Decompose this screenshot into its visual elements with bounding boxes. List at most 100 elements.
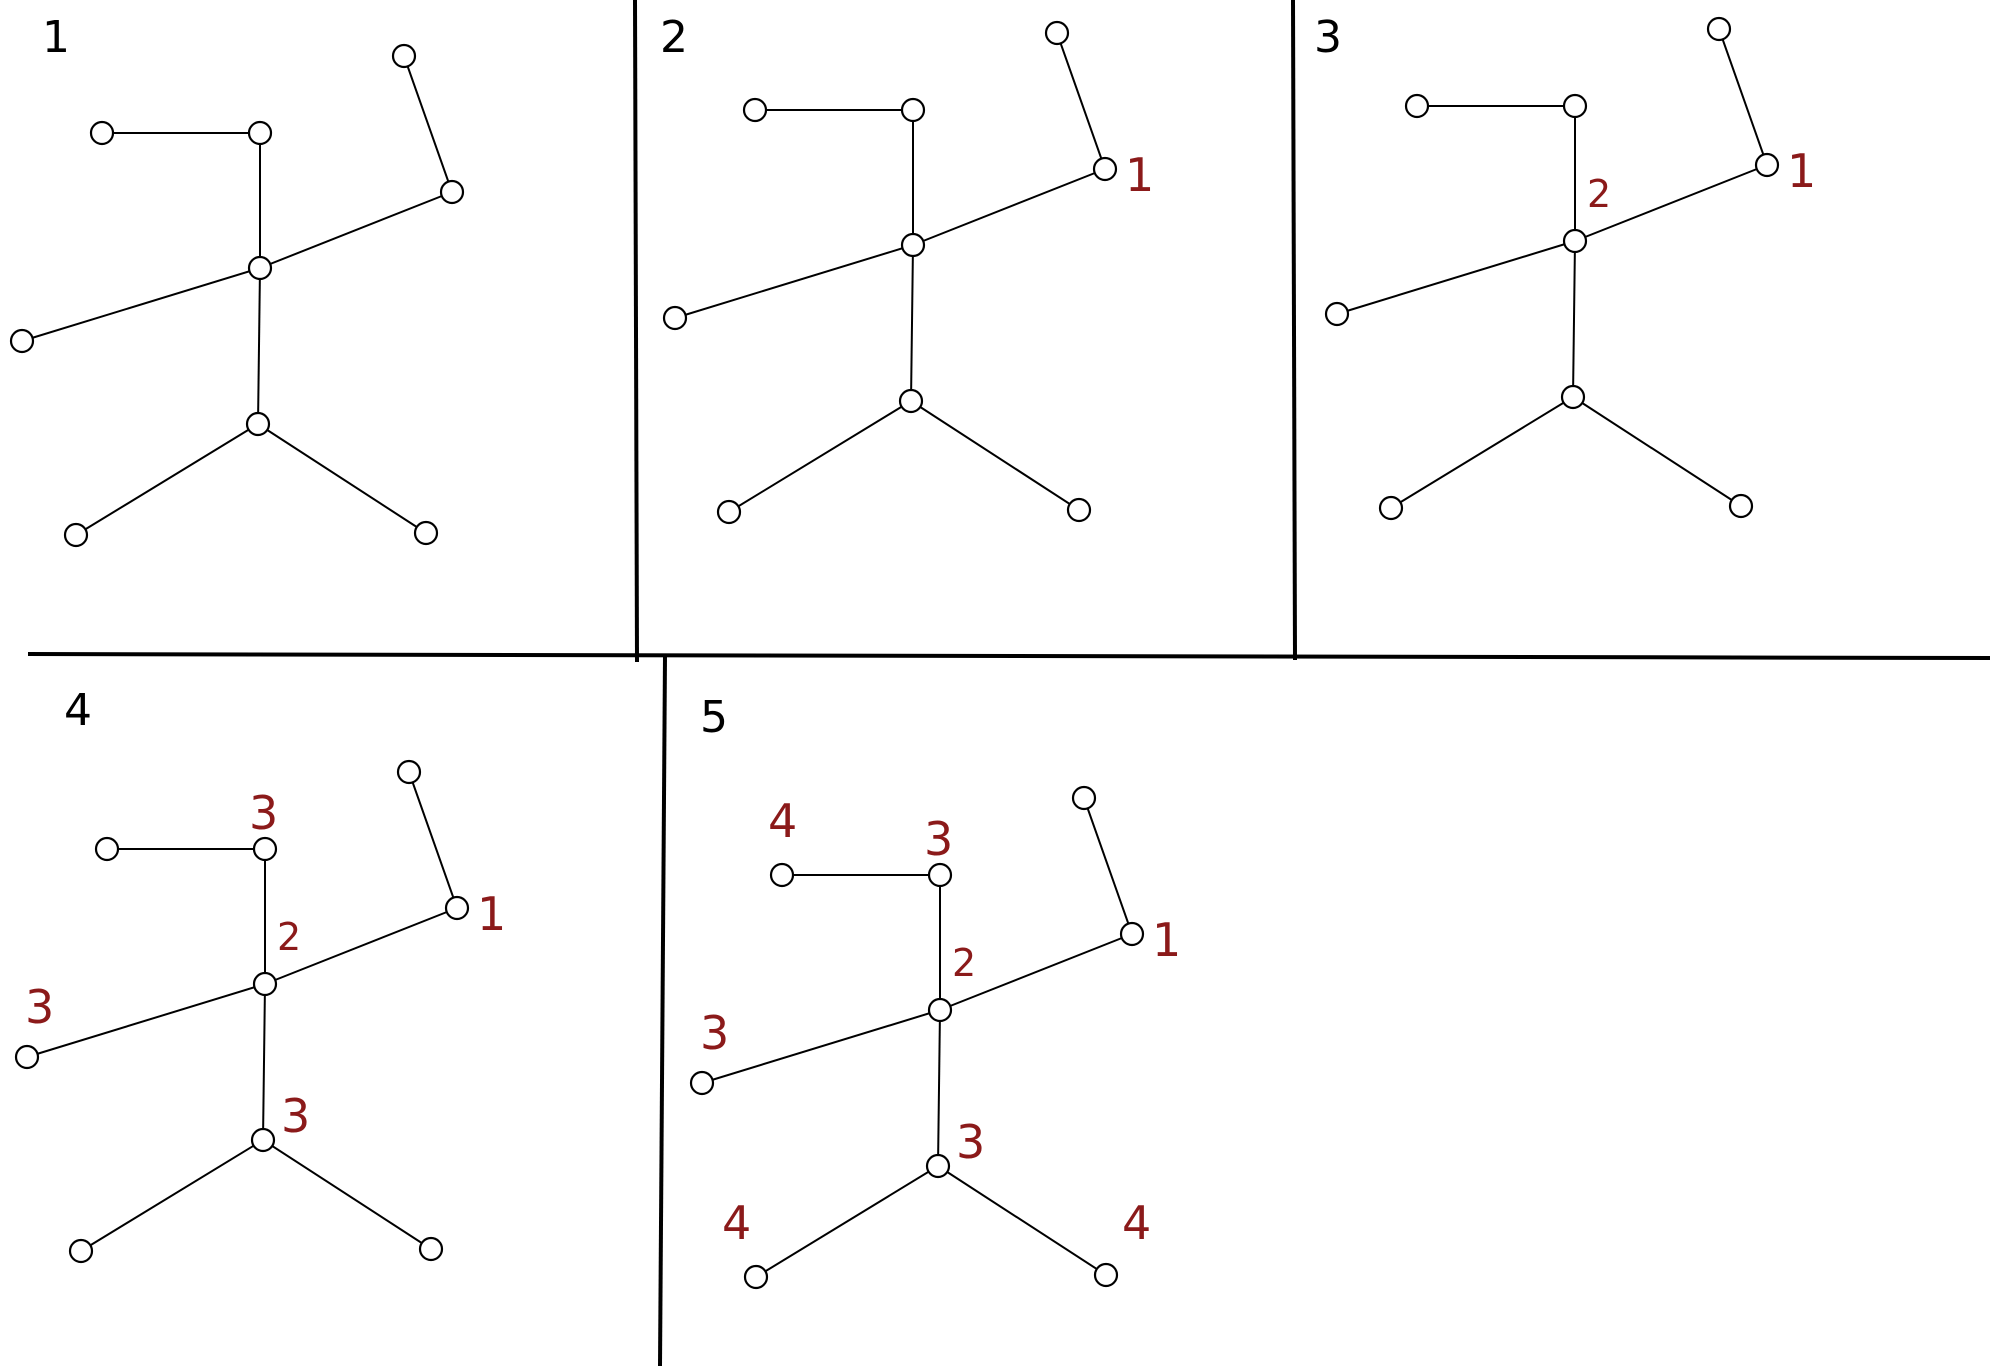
node-tl xyxy=(94,836,120,862)
node-t xyxy=(900,97,926,123)
edge-b-br xyxy=(262,1139,432,1250)
node-b xyxy=(1560,384,1586,410)
edge-b-br xyxy=(257,423,427,534)
edge-c-j1 xyxy=(259,191,453,269)
level-mark-c: 2 xyxy=(952,941,976,985)
edge-b-bl xyxy=(75,423,259,536)
edge-c-j1 xyxy=(912,168,1106,246)
edge-b-bl xyxy=(80,1139,264,1252)
node-tl xyxy=(1404,93,1430,119)
edge-c-l xyxy=(21,267,261,342)
level-mark-l: 3 xyxy=(25,980,54,1034)
step-number: 4 xyxy=(64,685,92,736)
edge-c-l xyxy=(26,983,266,1058)
level-mark-t: 3 xyxy=(924,812,953,866)
node-t xyxy=(1562,93,1588,119)
node-b xyxy=(898,388,924,414)
divider-vertical-3 xyxy=(658,655,667,1366)
node-tl xyxy=(742,97,768,123)
level-mark-c: 2 xyxy=(1587,172,1611,216)
panel-1: 1 xyxy=(9,12,465,548)
node-b xyxy=(245,411,271,437)
step-number: 5 xyxy=(700,692,728,743)
node-bl xyxy=(1378,495,1404,521)
node-j2 xyxy=(1706,16,1732,42)
node-l xyxy=(689,1070,715,1096)
edge-c-l xyxy=(1336,240,1576,315)
node-j1 xyxy=(1754,152,1780,178)
step-number: 2 xyxy=(660,12,688,63)
node-c xyxy=(927,997,953,1023)
level-mark-br: 4 xyxy=(1122,1196,1151,1250)
edge-j1-j2 xyxy=(408,771,458,909)
edge-c-l xyxy=(674,244,914,319)
node-c xyxy=(252,971,278,997)
level-mark-b: 3 xyxy=(281,1089,310,1143)
level-mark-t: 3 xyxy=(249,786,278,840)
node-br xyxy=(413,520,439,546)
edge-c-b xyxy=(937,1009,941,1167)
edge-c-j1 xyxy=(264,907,458,985)
edge-c-l xyxy=(701,1009,941,1084)
node-l xyxy=(9,328,35,354)
level-mark-l: 3 xyxy=(700,1006,729,1060)
edge-c-b xyxy=(262,983,266,1141)
panel-5: 5 1 2 3 3 3 4 4 4 xyxy=(689,692,1181,1290)
edge-b-br xyxy=(910,400,1080,511)
edge-j1-j2 xyxy=(1056,32,1106,170)
panel-2: 21 xyxy=(660,12,1154,525)
edge-b-bl xyxy=(755,1165,939,1278)
node-c xyxy=(900,232,926,258)
panel-4: 4 1 2 3 3 3 xyxy=(14,685,506,1264)
node-t xyxy=(927,862,953,888)
node-j1 xyxy=(1119,921,1145,947)
node-br xyxy=(1093,1262,1119,1288)
level-mark-b: 3 xyxy=(956,1115,985,1169)
node-j2 xyxy=(391,43,417,69)
node-bl xyxy=(716,499,742,525)
level-mark-j1: 1 xyxy=(1787,144,1816,198)
node-tl xyxy=(769,862,795,888)
edge-c-b xyxy=(257,267,261,425)
node-j2 xyxy=(1044,20,1070,46)
node-bl xyxy=(743,1264,769,1290)
edge-c-j1 xyxy=(1574,164,1768,242)
node-c xyxy=(247,255,273,281)
node-br xyxy=(418,1236,444,1262)
edge-c-b xyxy=(910,244,914,402)
divider-vertical-1 xyxy=(633,0,639,663)
node-j1 xyxy=(444,895,470,921)
node-j1 xyxy=(439,179,465,205)
level-mark-j1: 1 xyxy=(1152,913,1181,967)
level-mark-j1: 1 xyxy=(477,887,506,941)
level-mark-tl: 4 xyxy=(768,794,797,848)
divider-horizontal-top xyxy=(27,652,1991,660)
node-br xyxy=(1066,497,1092,523)
node-j2 xyxy=(396,759,422,785)
node-bl xyxy=(68,1238,94,1264)
panel-3: 3 1 2 xyxy=(1314,12,1816,521)
node-tl xyxy=(89,120,115,146)
node-l xyxy=(1324,301,1350,327)
edge-j1-j2 xyxy=(403,55,453,193)
edge-c-b xyxy=(1572,240,1576,398)
edge-j1-j2 xyxy=(1718,28,1768,166)
node-br xyxy=(1728,493,1754,519)
level-mark-bl: 4 xyxy=(722,1196,751,1250)
node-b xyxy=(925,1153,951,1179)
node-c xyxy=(1562,228,1588,254)
edge-b-br xyxy=(937,1165,1107,1276)
step-number: 1 xyxy=(42,12,70,63)
step-number: 3 xyxy=(1314,12,1342,63)
node-j1 xyxy=(1092,156,1118,182)
node-l xyxy=(662,305,688,331)
node-t xyxy=(252,836,278,862)
edge-b-br xyxy=(1572,396,1742,507)
level-mark-c: 2 xyxy=(277,915,301,959)
divider-vertical-2 xyxy=(1291,0,1297,661)
edge-j1-j2 xyxy=(1083,797,1133,935)
edge-b-bl xyxy=(1390,396,1574,509)
level-mark-j1: 1 xyxy=(1125,148,1154,202)
